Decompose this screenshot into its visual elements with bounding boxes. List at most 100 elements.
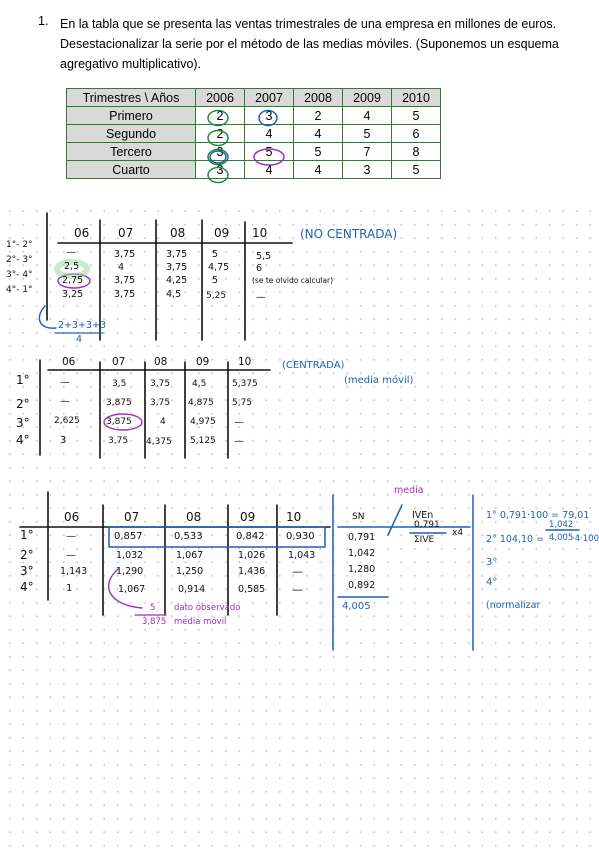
table-cell: 3,75: [150, 379, 171, 389]
annotation-denominator-label: media móvil: [174, 617, 227, 627]
table-cell: 3,875: [106, 398, 132, 408]
non-centered-tag: (NO CENTRADA): [300, 227, 398, 241]
calc-second-right: ·4·100: [572, 534, 599, 544]
forgot-note: (se te olvido calcular): [252, 276, 334, 285]
green-highlight: [54, 259, 90, 279]
table-cell: 4,75: [208, 262, 230, 273]
table-cell: 5,25: [206, 291, 227, 301]
year-header: 2007: [244, 88, 294, 107]
normalize-note: (normalizar: [486, 600, 541, 611]
year-header: 2009: [342, 88, 392, 107]
table-cell: —: [66, 247, 76, 258]
table-cell: 2,625: [54, 416, 80, 426]
table-cell: 3: [60, 435, 67, 446]
table-cell: 3,5: [112, 379, 127, 389]
formula-denominator: 4: [76, 334, 83, 345]
row-label: 2°- 3°: [6, 255, 33, 265]
calc-second-fraction-bottom: 4,005: [549, 533, 574, 543]
table-cell: 1,026: [238, 550, 266, 561]
column-header: 10: [252, 226, 268, 240]
table-cell: 1,067: [118, 584, 146, 595]
exercise-number: 1.: [38, 14, 49, 28]
table-cell: —: [292, 583, 303, 596]
sn-total: 4,005: [342, 601, 371, 612]
purple-circle: [103, 413, 143, 431]
table-cell: 1: [66, 583, 73, 594]
table-cell: 5,125: [190, 436, 216, 446]
table-cell: 3,75: [114, 289, 136, 300]
row-label: 2°: [16, 397, 30, 411]
row-label: 3°- 4°: [6, 270, 33, 280]
table-cell: 4,875: [188, 398, 214, 408]
sn-value: 1,042: [348, 548, 376, 559]
sn-header: SN: [352, 512, 365, 522]
table-cell: 4,975: [190, 417, 216, 427]
year-header: 2008: [293, 88, 343, 107]
annotation-numerator-label: dato observado: [174, 603, 241, 613]
formula-arrow: [38, 305, 57, 329]
ive-times-four: x4: [452, 528, 464, 538]
table-cell: —: [60, 396, 70, 407]
row-label: 4°: [20, 580, 34, 594]
table-cell: 0,930: [286, 531, 315, 542]
calc-second-left: 2° 104,10 =: [486, 534, 545, 545]
row-label: 4°: [16, 433, 30, 447]
table-cell: 5,375: [232, 379, 258, 389]
row-label: 1°: [16, 373, 30, 387]
table-cell: 3,75: [108, 436, 129, 446]
calc-first: 1° 0,791·100 = 79,01: [486, 510, 590, 521]
centered-tag: (CENTRADA): [282, 360, 345, 371]
column-header: 06: [64, 510, 80, 524]
calc-second-fraction-top: 1,042: [549, 520, 574, 530]
green-circles: [207, 109, 229, 184]
table-cell: 2,75: [62, 275, 84, 286]
annotation-arrow: [107, 568, 143, 609]
ive-fraction-bottom: ΣIVE: [414, 535, 435, 545]
table-cell: 3: [342, 160, 392, 179]
column-header: 09: [240, 510, 256, 524]
table-cell: 4,5: [192, 379, 207, 389]
table-cell: 0,533: [174, 531, 203, 542]
table-row: Cuarto 3 4 4 3 5: [66, 160, 441, 179]
table-cell: —: [66, 550, 76, 561]
table-cell: —: [66, 531, 76, 542]
column-header: 07: [118, 226, 134, 240]
table-cell: 4: [293, 160, 343, 179]
table-cell: 3,75: [166, 262, 188, 273]
table-cell: 1,067: [176, 550, 204, 561]
table-cell: —: [234, 417, 244, 428]
column-header: 08: [186, 510, 202, 524]
column-header: 06: [74, 226, 90, 240]
sn-value: 1,280: [348, 564, 376, 575]
table-cell: 4,5: [166, 289, 182, 300]
sn-value: 0,892: [348, 580, 376, 591]
column-header: 08: [170, 226, 186, 240]
moving-average-tag: (media móvil): [344, 375, 414, 386]
table-cell: —: [292, 565, 303, 578]
row-label: 3°: [20, 564, 34, 578]
table-cell: 5: [391, 160, 441, 179]
table-cell: 4,375: [146, 437, 172, 447]
sales-table-header-row: Trimestres \ Años 2006 2007 2008 2009 20…: [66, 88, 441, 107]
ive-column-lines: [332, 494, 580, 651]
table-cell: 1,250: [176, 566, 204, 577]
table-cell: 4,25: [166, 275, 188, 286]
table-cell: 1,143: [60, 566, 88, 577]
table-cell: 0,585: [238, 584, 266, 595]
exercise-statement: En la tabla que se presenta las ventas t…: [60, 17, 559, 71]
calc-third: 3°: [486, 557, 498, 568]
table2-grid: [39, 359, 271, 459]
quarter-label: Cuarto: [66, 160, 196, 179]
table-cell: 5,75: [232, 398, 253, 408]
row-label: 2°: [20, 548, 34, 562]
table-cell: 0,914: [178, 584, 206, 595]
table1-grid: [46, 212, 293, 341]
table-cell: 3,875: [106, 417, 132, 427]
table-cell: 3,75: [166, 249, 188, 260]
year-header: 2010: [391, 88, 441, 107]
purple-circle: [253, 148, 285, 166]
corner-header: Trimestres \ Años: [66, 88, 196, 107]
column-header: 10: [286, 510, 302, 524]
sn-value: 0,791: [348, 532, 376, 543]
